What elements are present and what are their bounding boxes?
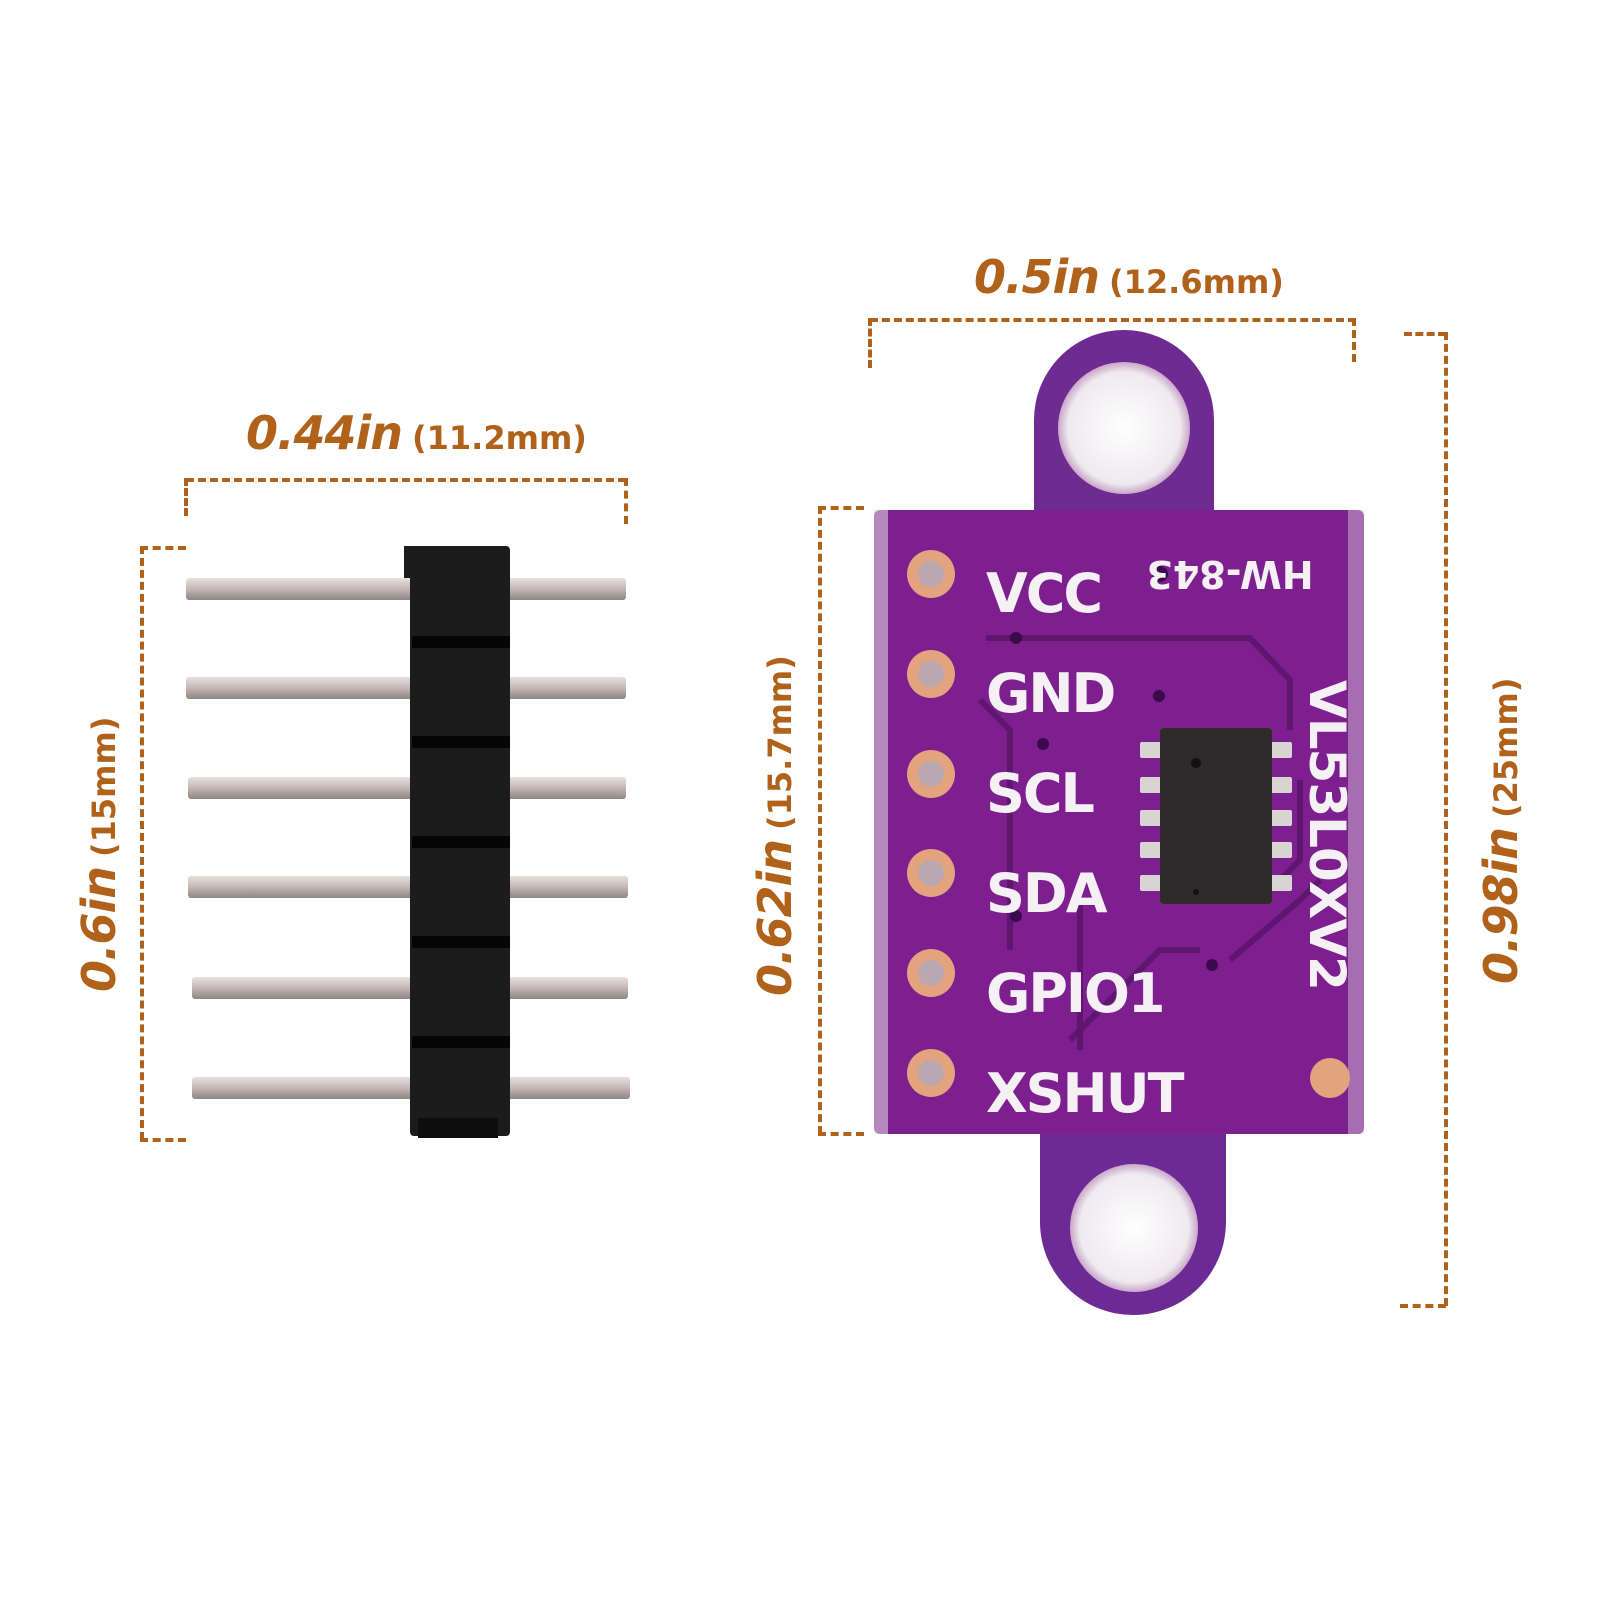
module-height-dimension-line (1444, 332, 1448, 1306)
board-code: HW-843 (1146, 552, 1314, 596)
pin-label-vcc: VCC (986, 562, 1103, 625)
header-height-bottom-tick (140, 1138, 186, 1142)
pad-xshut (907, 1049, 955, 1097)
pin-label-gpio1: GPIO1 (986, 962, 1165, 1025)
header-height-top-tick (140, 546, 186, 550)
pin-pads (907, 550, 955, 1097)
test-pad (1310, 1058, 1350, 1098)
sensor-chip (1140, 728, 1292, 904)
pin-label-sda: SDA (986, 862, 1108, 925)
module-width-left-tick (868, 318, 872, 368)
header-pin (188, 876, 628, 898)
pin-span-top-tick (818, 506, 864, 510)
module-width-inches: 0.5in (974, 250, 1100, 304)
module-width-dimension-line (870, 318, 1356, 322)
pin-labels: VCC GND SCL SDA GPIO1 XSHUT (986, 544, 1184, 1144)
pin-span-dimension-line (818, 506, 822, 1134)
pad-vcc (907, 550, 955, 598)
module-width-label: 0.5in(12.6mm) (974, 250, 1284, 304)
header-pin (186, 578, 626, 600)
header-width-inches: 0.44in (246, 406, 403, 460)
header-width-mm: (11.2mm) (412, 419, 587, 457)
pin-label-scl: SCL (986, 762, 1095, 825)
mounting-hole-top (1058, 362, 1190, 494)
mounting-hole-bottom (1070, 1164, 1198, 1292)
header-housing (404, 546, 510, 1138)
module-width-right-tick (1352, 318, 1356, 362)
pin-span-bottom-tick (818, 1132, 864, 1136)
pad-gpio1 (907, 949, 955, 997)
header-pin (188, 777, 626, 799)
model-text: VL53L0XV2 (1298, 680, 1356, 990)
header-width-right-tick (624, 478, 628, 524)
module-width-mm: (12.6mm) (1109, 263, 1284, 301)
module-height-top-tick (1404, 332, 1446, 336)
module-height-bottom-tick (1400, 1304, 1446, 1308)
pad-gnd (907, 650, 955, 698)
header-pin (186, 677, 626, 699)
header-width-dimension-line (186, 478, 626, 482)
pin-label-xshut: XSHUT (986, 1062, 1184, 1125)
pin-label-gnd: GND (986, 662, 1116, 725)
pad-scl (907, 750, 955, 798)
header-width-label: 0.44in(11.2mm) (246, 406, 587, 460)
vias (1010, 566, 1218, 971)
header-height-dimension-line (140, 546, 144, 1140)
pad-sda (907, 849, 955, 897)
header-width-left-tick (184, 478, 188, 516)
